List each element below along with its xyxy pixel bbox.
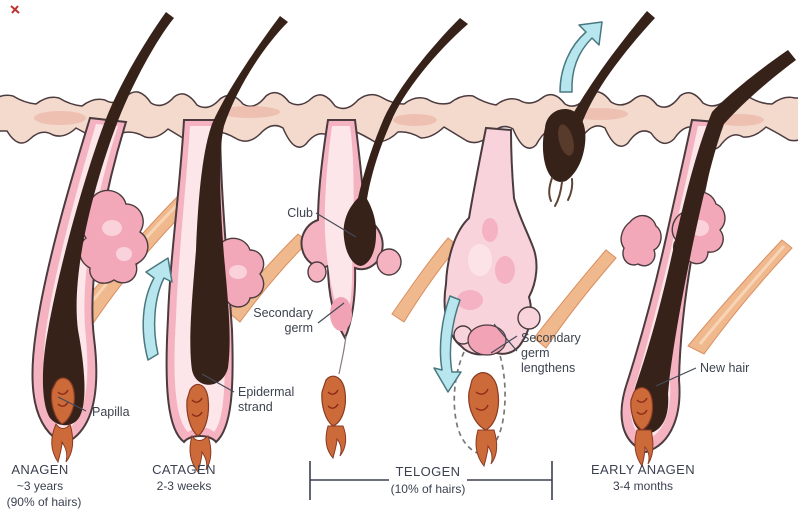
secondary-germ-leader-line [317,302,345,324]
catagen-up-arrow-icon [142,257,173,361]
papilla-tail [325,425,347,460]
telogen-name: TELOGEN [396,464,461,479]
sheath-lobe [307,261,327,283]
catagen-hair-club [190,16,288,385]
secondary-germ-label-line2: germ [285,321,313,335]
sac-mottling [457,218,515,310]
secondary-germ-lengthens-leader-lines [490,323,518,354]
descending-down-arrow-icon [433,295,462,393]
detached-papilla [321,375,347,427]
telogen-club-hair [343,18,468,266]
epidermal-strand-leader-line [201,373,235,393]
club-highlight [558,124,574,156]
papilla-tail [189,434,212,474]
catagen-name: CATAGEN [152,462,216,477]
sac-lobe [517,306,541,330]
anagen-name: ANAGEN [11,462,68,477]
early-anagen-duration: 3-4 months [613,479,673,493]
papilla-texture [57,389,69,407]
papilla-tail [51,422,74,464]
epidermal-strand-label: Epidermal [238,385,294,399]
papilla-texture [191,397,203,417]
club-label: Club [287,206,313,220]
sebaceous-gland [79,189,149,284]
early-anagen-hair [631,50,796,434]
anagen-hair [42,12,175,426]
papilla-label: Papilla [92,405,130,419]
anagen-duration: ~3 years [17,479,63,493]
early-anagen-follicle: New hair [620,50,796,468]
secondary-germ-lengthens-label-line2: germ [521,346,549,360]
shedding-follicle: Secondary germ lengthens [433,11,655,468]
club-root-frays [548,177,574,207]
papilla [468,372,500,431]
epidermal-strand-label-line2: strand [238,400,273,414]
stage-label-telogen: TELOGEN (10% of hairs) [309,461,553,500]
anagen-share: (90% of hairs) [7,495,82,509]
gland-texture [229,265,247,279]
corner-red-mark [10,5,20,14]
new-hair-leader-line [655,367,697,387]
arrector-pili-muscle [533,249,617,349]
papilla-strand [338,335,347,375]
papilla [186,383,210,437]
epidermis-texture [34,106,764,126]
papilla-tail [475,429,498,468]
early-anagen-name: EARLY ANAGEN [591,462,695,477]
new-hair-label: New hair [700,361,749,375]
stage-label-early-anagen: EARLY ANAGEN 3-4 months [591,462,695,493]
papilla-texture [475,388,489,411]
gland-texture [116,247,132,261]
papilla-texture [327,389,339,409]
secondary-germ-label: Secondary [253,306,314,320]
papilla-tail [634,429,654,468]
muscle-highlight [698,245,786,345]
secondary-germ [330,297,352,331]
secondary-germ-lengthens-label-line3: lengthens [521,361,575,375]
stage-label-catagen: CATAGEN 2-3 weeks [152,462,216,493]
papilla-leader-line [57,396,87,412]
secondary-germ-lengthening [467,324,507,356]
telogen-bracket [309,461,553,500]
sebaceous-gland [620,215,662,267]
sheath-lobe [376,248,402,276]
anagen-follicle: Papilla [31,12,197,464]
catagen-follicle: Epidermal strand [142,16,309,474]
telogen-follicle: Club Secondary germ [253,18,468,460]
catagen-duration: 2-3 weeks [157,479,212,493]
telogen-share: (10% of hairs) [391,482,466,496]
papilla [50,377,75,425]
gland-texture [102,220,122,236]
shed-hair-shaft [562,11,655,138]
club-leader-line [315,212,357,238]
shed-up-arrow-icon [559,21,603,93]
secondary-germ-lengthens-label: Secondary [521,331,582,345]
papilla-texture [636,397,648,415]
stage-label-anagen: ANAGEN ~3 years (90% of hairs) [7,462,82,509]
